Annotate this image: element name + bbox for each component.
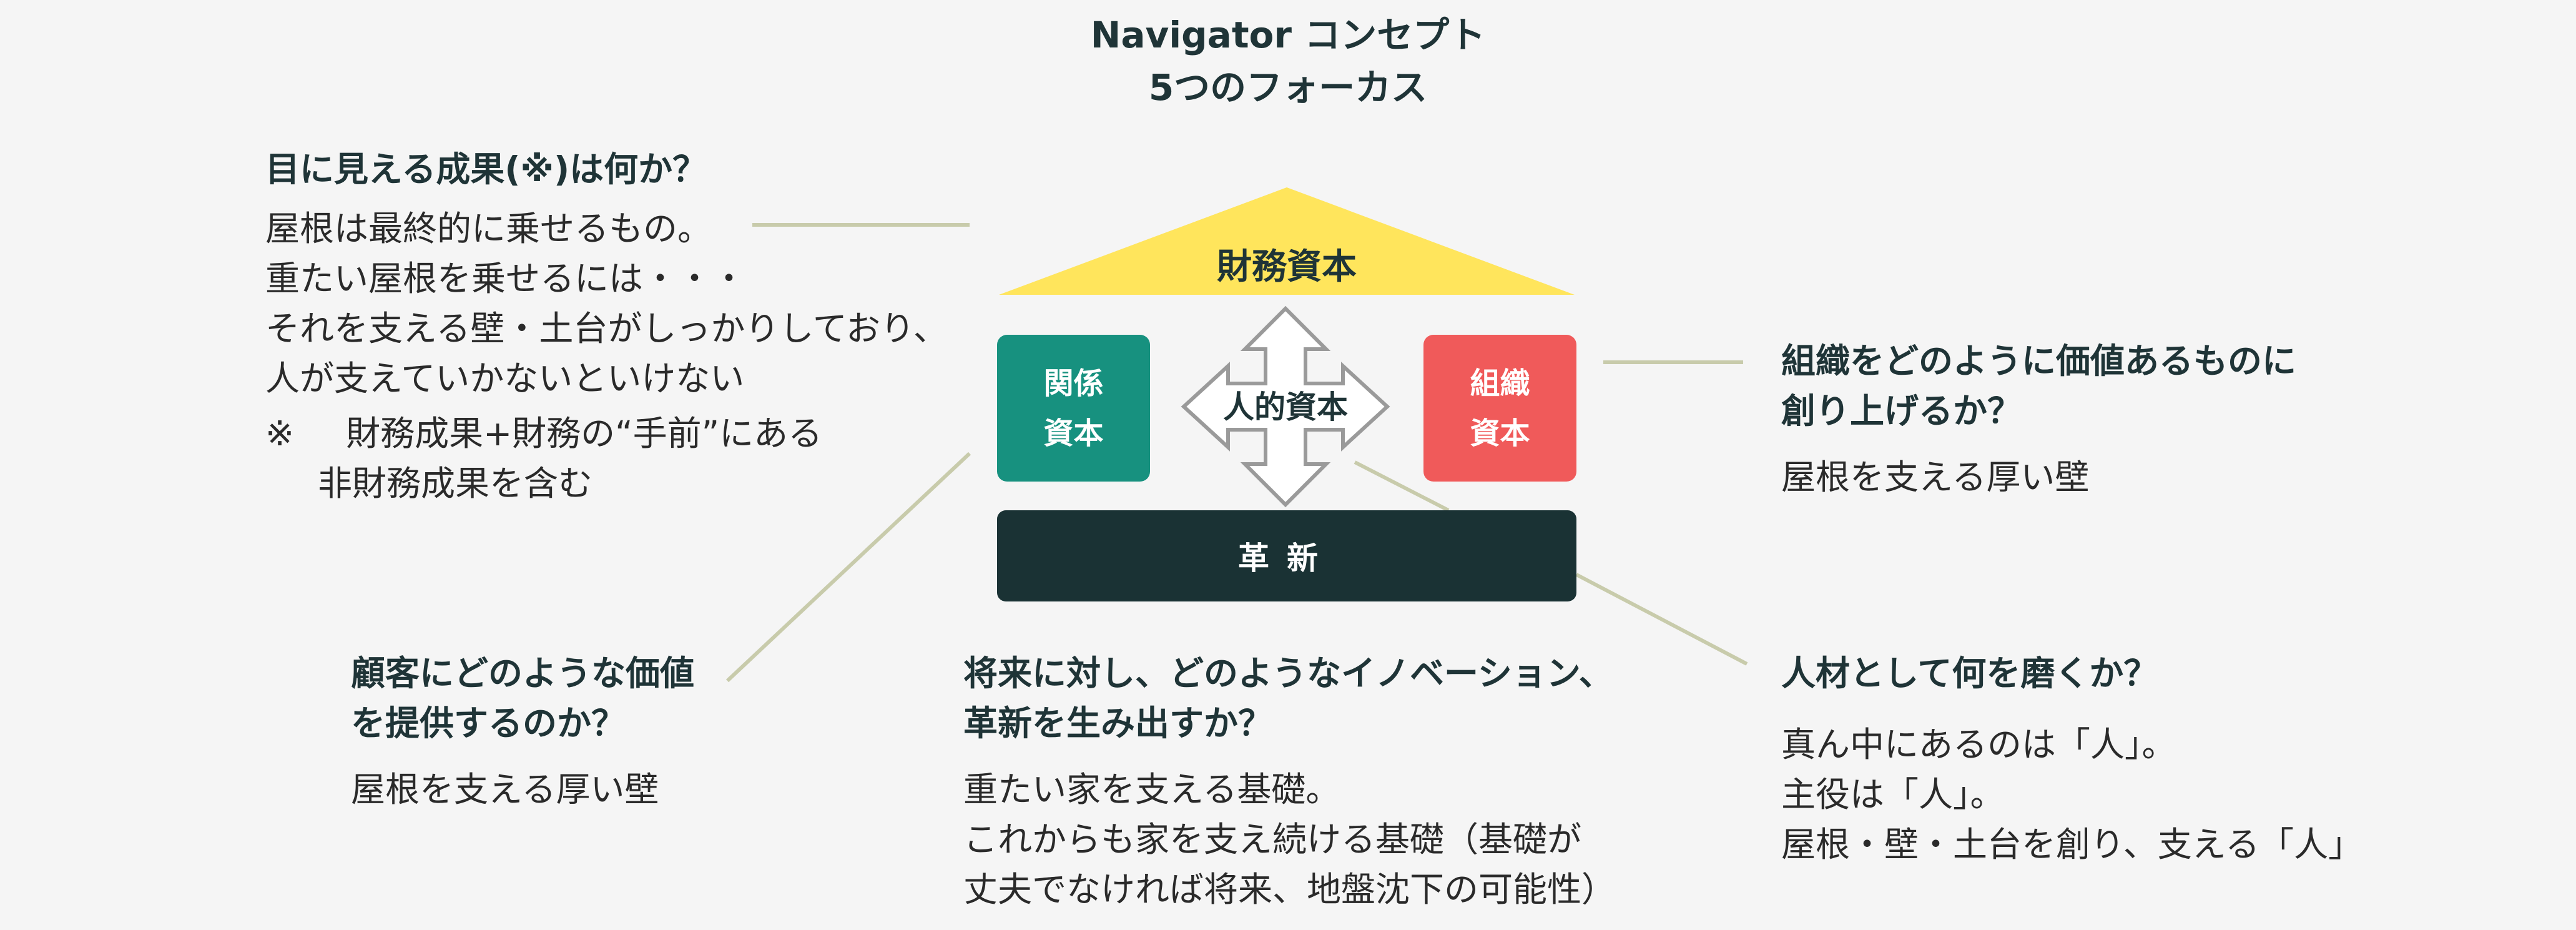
relationship-capital-line-2: 資本: [1043, 415, 1104, 451]
bottom-left-heading-line-1: 顧客にどのような価値: [351, 653, 695, 693]
note-line-1: 財務成果+財務の“手前”にある: [346, 413, 823, 453]
top-left-line-3: それを支える壁・土台がしっかりしており、: [265, 309, 948, 349]
relationship-capital-box: 関係 資本: [997, 335, 1150, 482]
top-left-line-1: 屋根は最終的に乗せるもの。: [265, 209, 712, 249]
right-bottom-block: 人材として何を磨くか？ 真ん中にあるのは「人」。 主役は「人」。 屋根・壁・土台…: [1781, 648, 2362, 869]
organization-capital-box: 組織 資本: [1423, 335, 1576, 482]
right-bottom-line-1: 真ん中にあるのは「人」。: [1781, 725, 2176, 764]
roof-shape: [999, 187, 1575, 295]
note-line-2: 非財務成果を含む: [318, 463, 593, 503]
top-left-heading: 目に見える成果(※)は何か？: [265, 149, 707, 189]
title-line-2: 5つのフォーカス: [1148, 66, 1428, 109]
organization-capital-line-1: 組織: [1470, 365, 1530, 401]
top-left-note: ※ 財務成果+財務の“手前”にある: [265, 408, 948, 458]
bottom-center-heading-line-1: 将来に対し、どのようなイノベーション、: [963, 653, 1613, 693]
connector-center-right: [1354, 460, 1450, 512]
right-top-body: 屋根を支える厚い壁: [1781, 457, 2090, 497]
bottom-center-line-2: これからも家を支え続ける基礎（基礎が: [963, 819, 1582, 859]
note-mark: ※: [265, 413, 295, 453]
relationship-capital-line-1: 関係: [1043, 365, 1104, 401]
top-left-line-2: 重たい屋根を乗せるには・・・: [265, 259, 747, 299]
right-bottom-line-2: 主役は「人」。: [1781, 774, 2005, 814]
right-top-heading-line-1: 組織をどのように価値あるものに: [1781, 341, 2297, 381]
top-left-line-4: 人が支えていかないといけない: [265, 359, 745, 398]
bottom-center-heading-line-2: 革新を生み出すか？: [963, 703, 1273, 743]
connector-right-bottom: [1575, 573, 1748, 666]
bottom-left-body: 屋根を支える厚い壁: [351, 769, 659, 809]
right-bottom-heading: 人材として何を磨くか？: [1781, 653, 2158, 693]
right-top-heading-line-2: 創り上げるか？: [1781, 391, 2022, 431]
bottom-left-heading-line-2: を提供するのか？: [351, 703, 626, 743]
connector-bottom-left: [725, 452, 971, 683]
diagram-title: Navigator コンセプト 5つのフォーカス: [0, 9, 2576, 114]
roof-label: 財務資本: [1217, 247, 1357, 287]
bottom-center-line-1: 重たい家を支える基礎。: [963, 769, 1340, 809]
title-line-1: Navigator コンセプト: [1090, 14, 1486, 56]
bottom-left-block: 顧客にどのような価値 を提供するのか？ 屋根を支える厚い壁: [351, 648, 694, 814]
innovation-label: 革新: [1238, 540, 1335, 576]
top-left-block: 目に見える成果(※)は何か？ 屋根は最終的に乗せるもの。 重たい屋根を乗せるには…: [265, 141, 948, 508]
organization-capital-line-2: 資本: [1470, 415, 1530, 451]
four-way-arrow-icon: [1181, 305, 1390, 508]
innovation-base: 革新: [997, 510, 1576, 601]
right-top-block: 組織をどのように価値あるものに 創り上げるか？ 屋根を支える厚い壁: [1781, 336, 2296, 502]
right-bottom-line-3: 屋根・壁・土台を創り、支える「人」: [1781, 824, 2363, 864]
center-label: 人的資本: [1223, 389, 1348, 425]
bottom-center-block: 将来に対し、どのようなイノベーション、 革新を生み出すか？ 重たい家を支える基礎…: [963, 648, 1616, 914]
bottom-center-line-3: 丈夫でなければ将来、地盤沈下の可能性）: [963, 869, 1616, 909]
